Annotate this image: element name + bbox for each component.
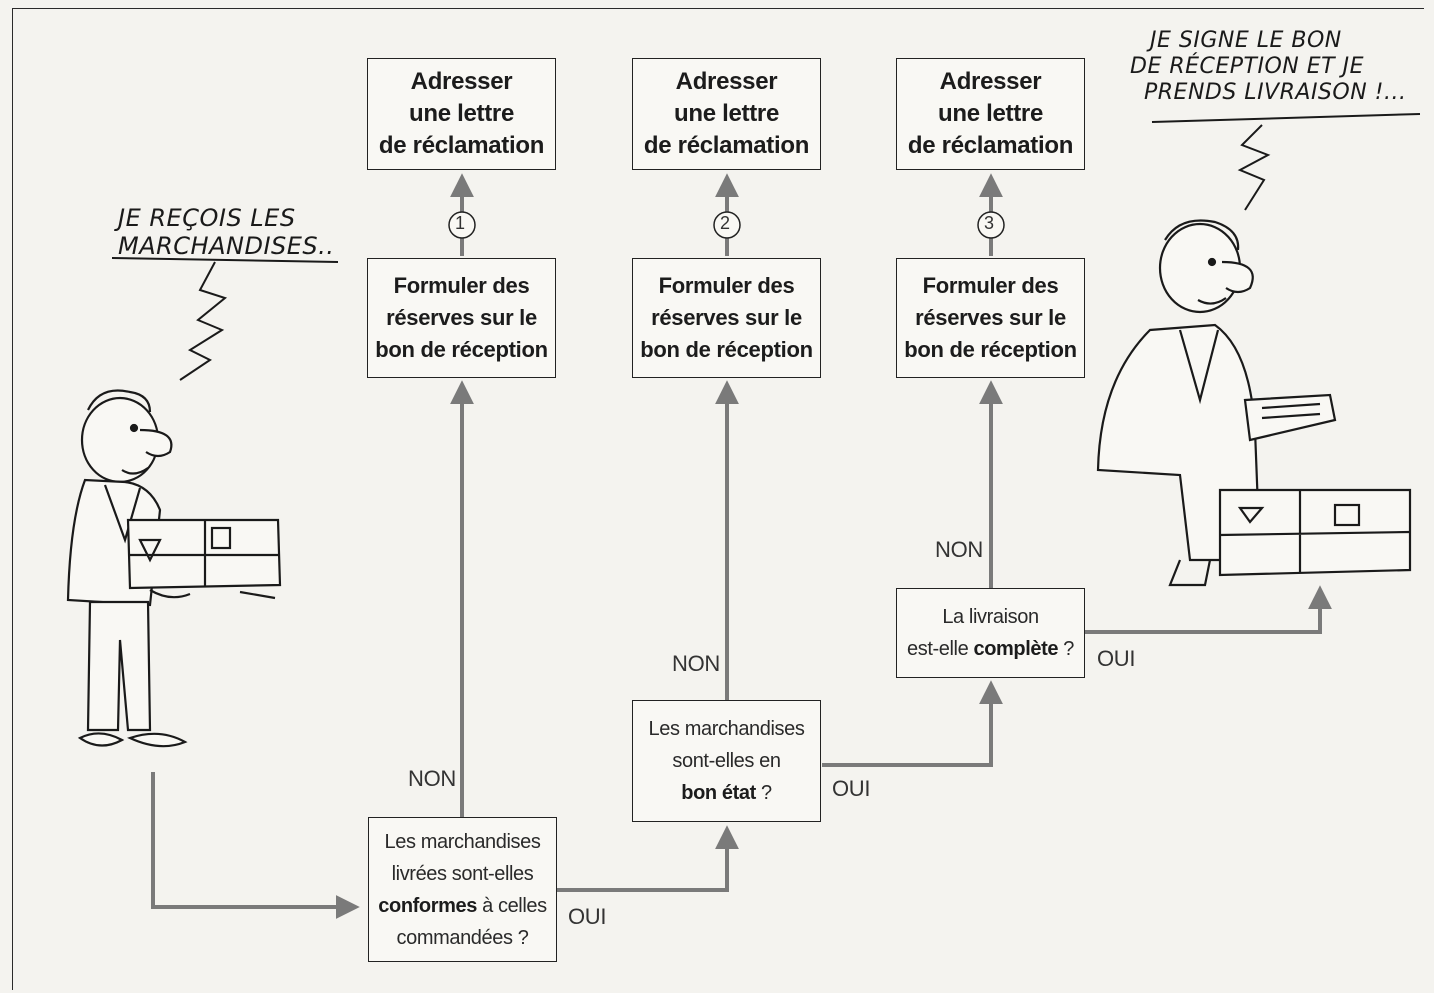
speech-right-underline	[1151, 113, 1421, 123]
flow-arrows	[151, 173, 1332, 919]
reserve-3-line-3: bon de réception	[904, 337, 1077, 362]
question-box-bon-etat: Les marchandises sont-elles en bon état …	[632, 700, 821, 822]
speech-right-line-1: JE SIGNE LE BON	[1150, 28, 1342, 53]
label-non-2: NON	[672, 651, 720, 676]
q3-line-1: La livraison	[942, 606, 1039, 628]
q2-line-3: bon état ?	[681, 777, 772, 809]
speech-left-tail	[179, 261, 228, 381]
reclamation-3-line-3: de réclamation	[907, 132, 1074, 159]
step-number-3: 3	[984, 213, 994, 233]
q2-line-1: Les marchandises	[648, 718, 805, 740]
q2-rest: ?	[755, 782, 772, 804]
reclamation-3-line-1: Adresser	[939, 68, 1042, 95]
q1-line-2: livrées sont-elles	[391, 862, 534, 885]
q3-pre: est-elle	[907, 638, 974, 660]
q1-line-4: commandées ?	[396, 926, 529, 949]
reserve-1-line-1: Formuler des	[393, 273, 530, 298]
reclamation-box-2: Adresser une lettre de réclamation	[632, 58, 821, 170]
speech-receiving: JE REÇOIS LES MARCHANDISES..	[118, 204, 334, 260]
label-non-3: NON	[935, 537, 983, 562]
step-circles	[448, 211, 1005, 239]
q3-line-2: est-elle complète ?	[907, 633, 1074, 665]
arrow-q3-oui	[1085, 585, 1332, 634]
speech-left-line-1: JE REÇOIS LES	[118, 204, 296, 232]
speech-right-line-3: PRENDS LIVRAISON !...	[1144, 80, 1407, 105]
reclamation-1-line-3: de réclamation	[378, 132, 545, 159]
speech-right-tail	[1237, 124, 1271, 211]
reserve-1-line-3: bon de réception	[375, 337, 548, 362]
question-box-complete: La livraison est-elle complète ?	[896, 588, 1085, 678]
reserve-3-line-1: Formuler des	[922, 273, 1059, 298]
person-signing-illustration	[1096, 219, 1412, 587]
arrow-q1-oui	[557, 825, 739, 892]
reserve-2-line-3: bon de réception	[640, 337, 813, 362]
reclamation-box-3: Adresser une lettre de réclamation	[896, 58, 1085, 170]
q3-bold: complète	[973, 638, 1059, 660]
q2-bold: bon état	[681, 782, 756, 804]
speech-signing: JE SIGNE LE BON DE RÉCEPTION ET JE PREND…	[1130, 28, 1406, 106]
q1-line-1: Les marchandises	[384, 830, 541, 853]
q3-rest: ?	[1058, 638, 1074, 660]
speech-left-line-2: MARCHANDISES..	[118, 232, 335, 260]
step-circle-2	[713, 211, 741, 239]
reclamation-2-line-2: une lettre	[673, 100, 780, 127]
reserve-box-2: Formuler des réserves sur le bon de réce…	[632, 258, 821, 378]
label-oui-2: OUI	[832, 776, 871, 801]
step-circle-3	[977, 211, 1005, 239]
reserve-box-1: Formuler des réserves sur le bon de réce…	[367, 258, 556, 378]
step-number-1: 1	[455, 213, 465, 233]
reclamation-1-line-2: une lettre	[408, 100, 515, 127]
reclamation-box-1: Adresser une lettre de réclamation	[367, 58, 556, 170]
reclamation-2-line-1: Adresser	[675, 68, 778, 95]
label-oui-3: OUI	[1097, 646, 1136, 671]
reclamation-2-line-3: de réclamation	[643, 132, 810, 159]
reclamation-3-line-2: une lettre	[937, 100, 1044, 127]
question-box-conformes: Les marchandises livrées sont-elles conf…	[368, 817, 557, 962]
speech-right-line-2: DE RÉCEPTION ET JE	[1130, 54, 1364, 79]
reserve-2-line-2: réserves sur le	[651, 305, 802, 330]
q2-line-2: sont-elles en	[672, 750, 781, 772]
arrow-q2-oui	[822, 680, 1003, 767]
label-oui-1: OUI	[568, 904, 607, 929]
arrow-start-to-q1	[151, 772, 360, 919]
step-number-2: 2	[720, 213, 730, 233]
speech-left-underline	[111, 257, 339, 263]
reserve-1-line-2: réserves sur le	[386, 305, 537, 330]
person-receiving-illustration	[66, 389, 282, 748]
diagram-frame	[12, 8, 1424, 990]
q1-bold: conformes	[378, 894, 477, 917]
reserve-box-3: Formuler des réserves sur le bon de réce…	[896, 258, 1085, 378]
reserve-2-line-1: Formuler des	[658, 273, 795, 298]
step-circle-1	[448, 211, 476, 239]
q1-line-3: conformes à celles	[378, 890, 547, 922]
label-non-1: NON	[408, 766, 456, 791]
q1-rest: à celles	[476, 894, 547, 917]
reserve-3-line-2: réserves sur le	[915, 305, 1066, 330]
reclamation-1-line-1: Adresser	[410, 68, 513, 95]
